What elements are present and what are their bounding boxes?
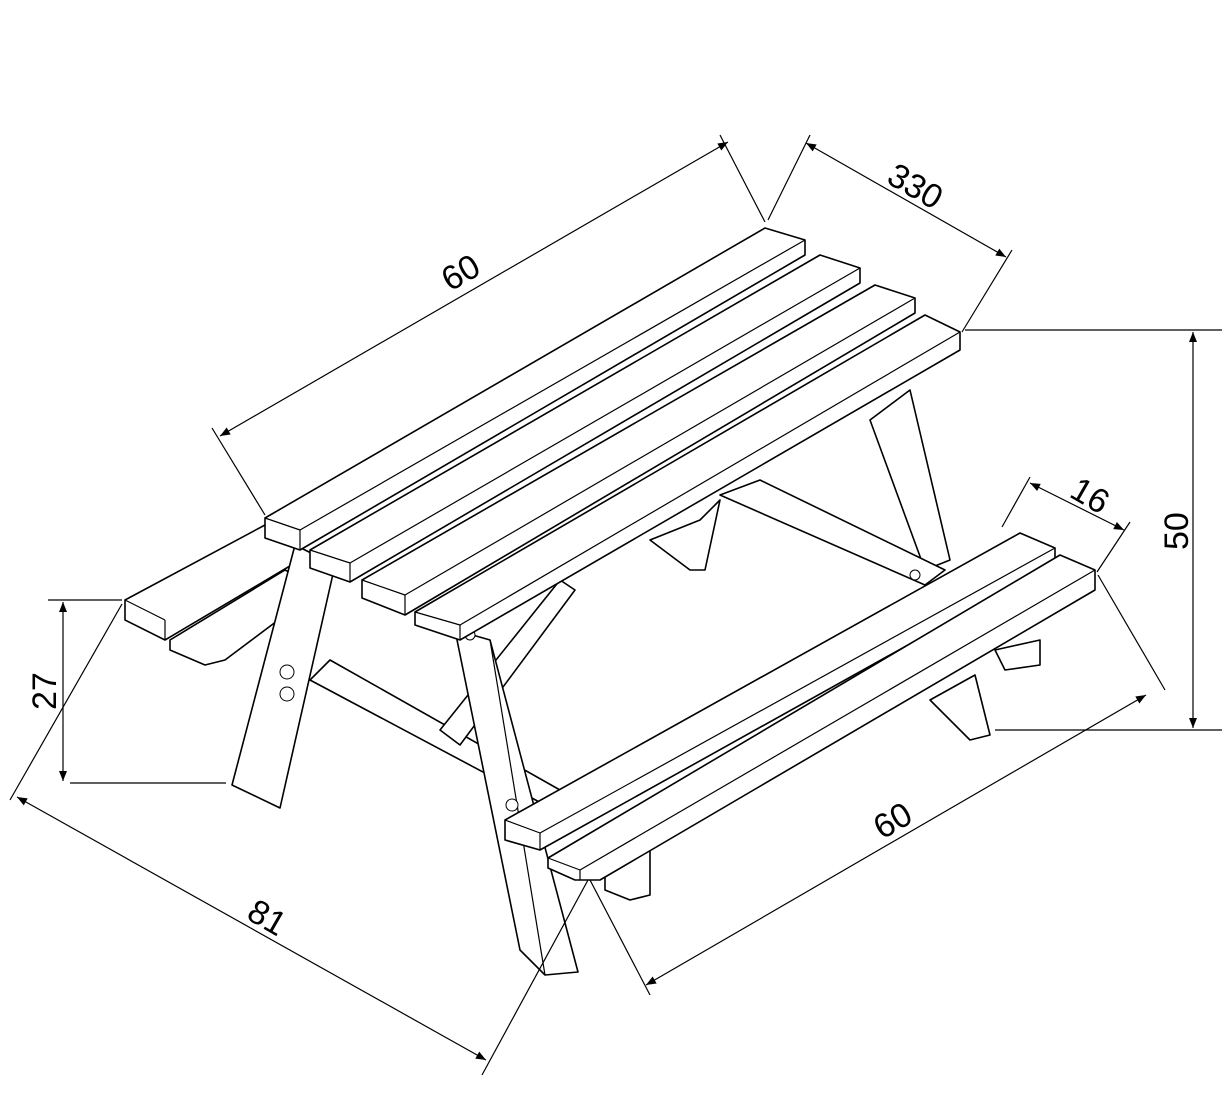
- right-bench: [504, 532, 1096, 901]
- bench-height-label: 27: [26, 672, 64, 710]
- bench-support-back: [994, 639, 1041, 671]
- back-leg-foot: [929, 674, 991, 741]
- back-crossbar: [719, 479, 946, 586]
- table-top: [264, 227, 961, 641]
- bench-width-label: 16: [1064, 470, 1116, 522]
- table-width-label: 330: [881, 156, 949, 217]
- bench-length-label: 60: [867, 795, 919, 847]
- back-right-leg: [869, 389, 951, 571]
- table-structure: [124, 227, 1096, 976]
- dimension-lines: [9, 134, 1222, 1076]
- overall-depth-label: 81: [241, 892, 293, 944]
- back-left-leg: [649, 499, 721, 571]
- table-height-label: 50: [1158, 512, 1196, 550]
- table-length-label: 60: [435, 247, 487, 299]
